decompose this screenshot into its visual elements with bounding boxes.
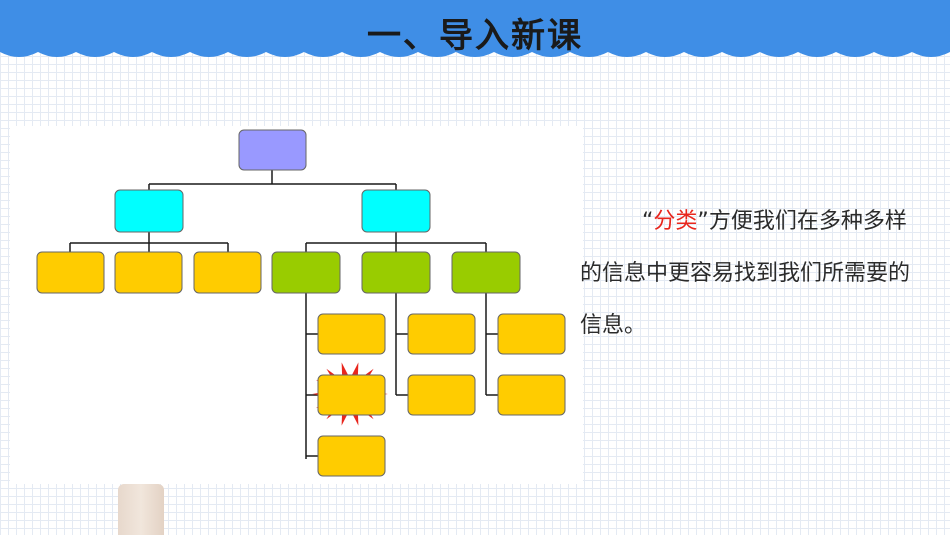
leaf-node — [317, 313, 386, 355]
root-node — [238, 129, 307, 171]
category-node — [114, 189, 184, 233]
leaf-node — [497, 374, 566, 416]
subcategory-node — [451, 251, 521, 294]
quote-open: “ — [642, 209, 654, 234]
leaf-node — [317, 374, 386, 416]
leaf-node — [317, 435, 386, 477]
hierarchy-diagram-panel — [10, 126, 583, 484]
leaf-node — [497, 313, 566, 355]
category-node — [361, 189, 431, 233]
subcategory-node — [271, 251, 341, 294]
leaf-node — [407, 374, 476, 416]
hierarchy-tree — [36, 129, 566, 477]
decorative-tree-trunk — [118, 484, 164, 535]
leaf-node — [36, 251, 105, 294]
leaf-node — [407, 313, 476, 355]
leaf-node — [114, 251, 183, 294]
explanation-text: ”方便我们在多种多样的信息中更容易找到我们所需要的信息。 — [580, 209, 911, 338]
highlight-term: 分类 — [653, 209, 698, 234]
header-wave-band — [0, 0, 950, 57]
page-title: 一、导入新课 — [367, 16, 583, 56]
subcategory-node — [361, 251, 431, 294]
classification-explanation: “分类”方便我们在多种多样的信息中更容易找到我们所需要的信息。 — [580, 196, 925, 352]
leaf-node — [193, 251, 262, 294]
